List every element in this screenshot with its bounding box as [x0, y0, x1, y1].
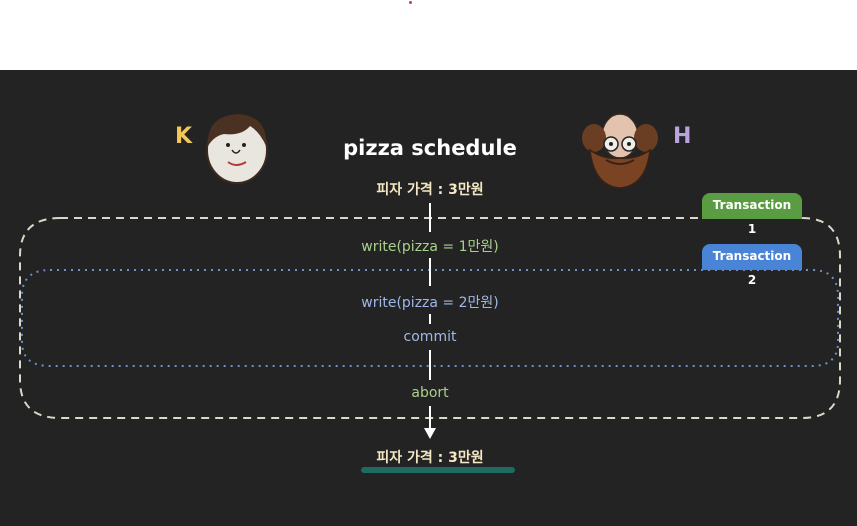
step-write-pizza-2: write(pizza = 2만원) — [361, 295, 499, 311]
top-whitespace — [0, 0, 857, 70]
step-abort: abort — [411, 385, 449, 401]
transaction-2-boundary — [21, 269, 839, 367]
transaction-1-tag: Transaction 1 — [702, 193, 802, 236]
transaction-2-tag: Transaction 2 — [702, 244, 802, 287]
final-price-highlight — [361, 467, 515, 473]
cursor-dot — [409, 1, 412, 4]
transaction-1-boundary — [19, 217, 841, 419]
user-k-label: K — [175, 124, 193, 149]
diagram-title: pizza schedule — [343, 136, 517, 160]
initial-price-label: 피자 가격 : 3만원 — [376, 182, 484, 198]
diagram-canvas: K H pizza schedule 피자 가격 : 3만원 Transacti… — [0, 70, 857, 526]
step-commit: commit — [403, 329, 457, 345]
user-h-label: H — [673, 124, 692, 149]
diagram-lines — [19, 203, 841, 439]
timeline-arrowhead — [424, 428, 436, 439]
final-price-label: 피자 가격 : 3만원 — [376, 450, 484, 466]
step-write-pizza-1: write(pizza = 1만원) — [361, 239, 499, 255]
